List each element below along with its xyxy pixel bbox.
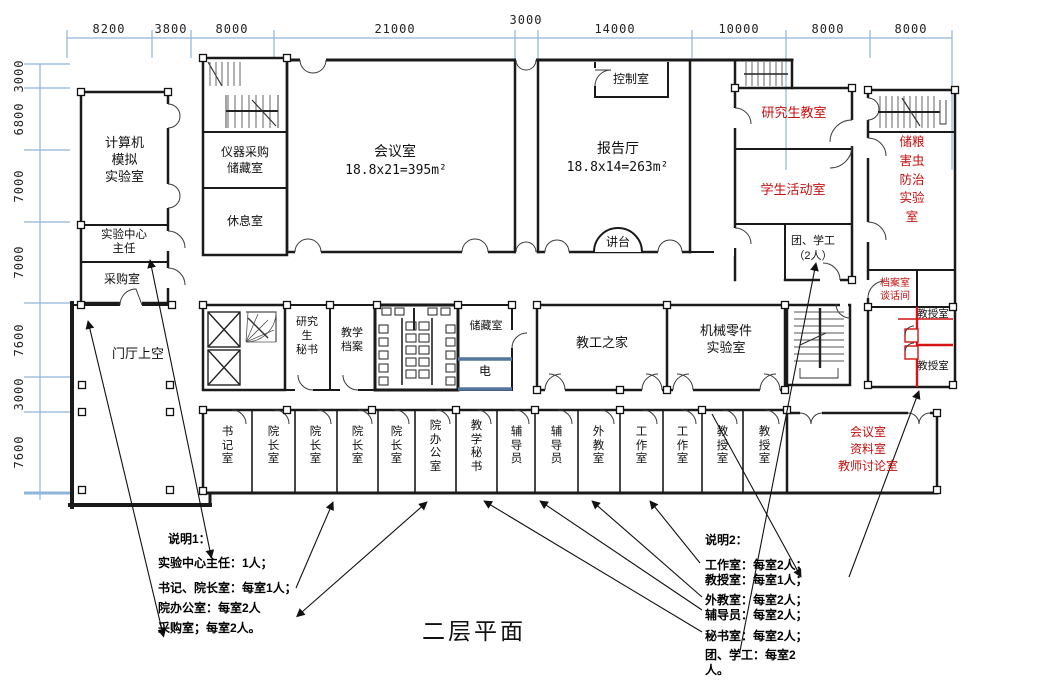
- office-waijiao: 外教室: [592, 426, 605, 466]
- notes1-line-4: 采购室；每室2人。: [158, 621, 261, 635]
- dim-left-2: 6800: [12, 102, 26, 136]
- office-gongzuo1: 工作室: [635, 426, 648, 466]
- office-gongzuo2: 工作室: [676, 426, 689, 466]
- office-fudaoyuan2: 辅导员: [550, 426, 563, 466]
- room-purchasing: 采购室: [103, 272, 140, 286]
- room-lecture-hall: 报告厅: [597, 140, 639, 156]
- dim-top-8: 8000: [811, 22, 845, 36]
- dim-left-7: 7600: [12, 435, 26, 469]
- room-storage-mid: 储藏室: [469, 320, 503, 332]
- podium-arc: [593, 227, 643, 253]
- dim-left-3: 7000: [12, 169, 26, 203]
- room-teaching-archive: 教学 档案: [341, 327, 363, 353]
- room-meeting: 会议室: [374, 143, 416, 159]
- room-grad-secretary: 研究 生 秘书: [296, 316, 318, 356]
- office-jiaoshou2: 教授室: [758, 426, 771, 466]
- dim-top-2: 3800: [154, 22, 188, 36]
- room-podium: 讲台: [605, 235, 630, 249]
- room-electric: 电: [478, 364, 491, 378]
- red-partitions: [898, 307, 953, 387]
- room-prof-right-top: 教授室: [917, 308, 949, 320]
- notes1-line-3: 院办公室：每室2人: [158, 601, 261, 615]
- notes2-line-5: 秘书室：每室2人；: [705, 629, 808, 643]
- room-archive-talk: 档案室 谈话间: [880, 278, 910, 302]
- dim-top-3: 8000: [215, 22, 249, 36]
- dim-top-4: 21000: [374, 22, 416, 36]
- notes2-line-4: 辅导员：每室2人；: [705, 608, 808, 622]
- room-lobby: 门厅上空: [111, 346, 164, 361]
- office-yuanzhang3: 院长室: [351, 426, 364, 466]
- notes2-line-1: 工作室：每室2人；: [705, 558, 808, 572]
- notes2-title: 说明2：: [705, 533, 748, 547]
- dim-top-9: 8000: [894, 22, 928, 36]
- notes1-line-2: 书记、院长室：每室1人；: [158, 581, 297, 595]
- dim-top-5: 3000: [509, 13, 543, 27]
- room-grad-classroom: 研究生教室: [761, 105, 827, 120]
- page-title: 二层平面: [422, 618, 526, 644]
- dim-top-1: 8200: [92, 22, 126, 36]
- notes2-line-3: 外教室：每室2人；: [705, 593, 808, 607]
- office-yuanzhang4: 院长室: [390, 426, 403, 466]
- office-jiaoxue-mishu: 教学秘书: [470, 420, 483, 473]
- room-machine-parts-lab: 机械零件 实验室: [699, 323, 752, 355]
- dim-left-6: 3000: [12, 377, 26, 411]
- office-shuji: 书记室: [221, 426, 234, 466]
- room-grain-lab: 储粮 害虫 防治 实验 室: [899, 135, 925, 224]
- dim-top-6: 14000: [594, 22, 636, 36]
- office-yuanzhang1: 院长室: [267, 426, 280, 466]
- room-league-office: 团、学工 （2人）: [791, 235, 835, 262]
- notes2-line-2: 教授室：每室1人；: [705, 573, 808, 587]
- room-south-meeting: 会议室 资料室 教师讨论室: [837, 425, 898, 473]
- annotation-arrows: [85, 259, 921, 652]
- office-jiaoshou1: 教授室: [716, 426, 729, 466]
- office-yuanban: 院办公室: [429, 420, 442, 473]
- room-staff-home: 教工之家: [575, 335, 628, 350]
- room-prof-right-bottom: 教授室: [917, 360, 949, 372]
- notes2-line-7: 人。: [705, 663, 730, 677]
- toilet-block: [378, 307, 456, 386]
- notes1-line-1: 实验中心主任：1人；: [158, 556, 273, 570]
- door-arcs: [119, 59, 931, 425]
- room-control: 控制室: [612, 72, 649, 86]
- dim-left-5: 7600: [12, 323, 26, 357]
- room-computer-lab: 计算机 模拟 实验室: [104, 135, 144, 184]
- electric-room-walls: [458, 357, 512, 391]
- room-lecture-area: 18.8x14=263m²: [566, 160, 669, 175]
- office-yuanzhang2: 院长室: [309, 426, 322, 466]
- room-center-director: 实验中心 主任: [101, 229, 147, 255]
- room-instrument-storage: 仪器采购 储藏室: [220, 145, 269, 175]
- dim-left-4: 7000: [12, 245, 26, 279]
- dimension-lines: [24, 30, 953, 500]
- notes1-title: 说明1：: [168, 532, 211, 546]
- elevator-core: [207, 311, 277, 386]
- dim-top-7: 10000: [718, 22, 760, 36]
- office-fudaoyuan1: 辅导员: [510, 426, 523, 466]
- notes2-line-6: 团、学工：每室2: [705, 648, 796, 662]
- room-rest-room: 休息室: [226, 214, 263, 228]
- room-student-activity: 学生活动室: [760, 182, 826, 197]
- room-meeting-area: 18.8x21=395m²: [345, 163, 447, 178]
